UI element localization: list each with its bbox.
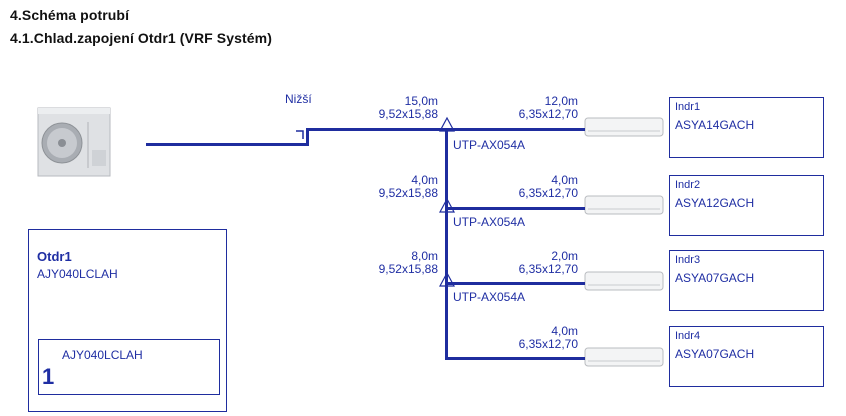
- indoor-pipe-2: [445, 207, 585, 210]
- indoor-unit-3-box: Indr3 ASYA07GACH: [669, 250, 824, 311]
- branch-kit-1-label: UTP-AX054A: [453, 138, 526, 152]
- indoor-1-length: 12,0m: [544, 94, 578, 108]
- main-pipe-2: [306, 128, 446, 131]
- indoor-4-length: 4,0m: [551, 324, 578, 338]
- indoor-unit-3-name: Indr3: [675, 254, 701, 266]
- indoor-pipe-3: [445, 282, 585, 285]
- indoor-unit-2-icon: [584, 195, 664, 215]
- segment-3-length: 8,0m: [411, 249, 438, 263]
- segment-2-length: 4,0m: [411, 173, 438, 187]
- subsection-title: 4.1.Chlad.zapojení Otdr1 (VRF Systém): [10, 30, 272, 46]
- main-pipe-riser: [306, 128, 309, 146]
- indoor-unit-2-name: Indr2: [675, 179, 701, 191]
- branch-kit-2-label: UTP-AX054A: [453, 215, 526, 229]
- outdoor-module-count: 1: [42, 364, 55, 389]
- outdoor-unit-icon: [37, 107, 111, 177]
- indoor-unit-2-box: Indr2 ASYA12GACH: [669, 175, 824, 236]
- indoor-2-length: 4,0m: [551, 173, 578, 187]
- outdoor-module-box: AJY040LCLAH 1: [38, 339, 220, 395]
- indoor-4-diameter: 6,35x12,70: [518, 337, 578, 351]
- segment-1-length: 15,0m: [404, 94, 438, 108]
- indoor-unit-4-name: Indr4: [675, 330, 701, 342]
- outdoor-unit-model: AJY040LCLAH: [37, 267, 118, 281]
- segment-1-diameter: 9,52x15,88: [378, 107, 438, 121]
- indoor-unit-4-icon: [584, 347, 664, 367]
- vertical-header-pipe: [445, 128, 448, 360]
- indoor-unit-1-icon: [584, 117, 664, 137]
- indoor-unit-1-box: Indr1 ASYA14GACH: [669, 97, 824, 158]
- outdoor-unit-box: Otdr1 AJY040LCLAH AJY040LCLAH 1: [28, 229, 227, 412]
- indoor-1-diameter: 6,35x12,70: [518, 107, 578, 121]
- indoor-pipe-1: [445, 128, 585, 131]
- indoor-pipe-4: [445, 357, 585, 360]
- indoor-2-diameter: 6,35x12,70: [518, 186, 578, 200]
- outdoor-module-model: AJY040LCLAH: [62, 348, 143, 362]
- pipe-level-note: Nižší: [285, 92, 312, 106]
- oil-trap-icon: [296, 130, 304, 139]
- indoor-3-length: 2,0m: [551, 249, 578, 263]
- indoor-unit-1-name: Indr1: [675, 101, 701, 113]
- outdoor-unit-name: Otdr1: [37, 249, 72, 264]
- main-pipe-1: [146, 143, 308, 146]
- indoor-unit-1-model: ASYA14GACH: [675, 118, 755, 132]
- branch-kit-3-label: UTP-AX054A: [453, 290, 526, 304]
- indoor-unit-4-model: ASYA07GACH: [675, 347, 755, 361]
- segment-3-diameter: 9,52x15,88: [378, 262, 438, 276]
- indoor-unit-2-model: ASYA12GACH: [675, 196, 755, 210]
- segment-2-diameter: 9,52x15,88: [378, 186, 438, 200]
- indoor-unit-4-box: Indr4 ASYA07GACH: [669, 326, 824, 387]
- indoor-unit-3-icon: [584, 271, 664, 291]
- indoor-3-diameter: 6,35x12,70: [518, 262, 578, 276]
- indoor-unit-3-model: ASYA07GACH: [675, 271, 755, 285]
- section-title: 4.Schéma potrubí: [10, 7, 130, 23]
